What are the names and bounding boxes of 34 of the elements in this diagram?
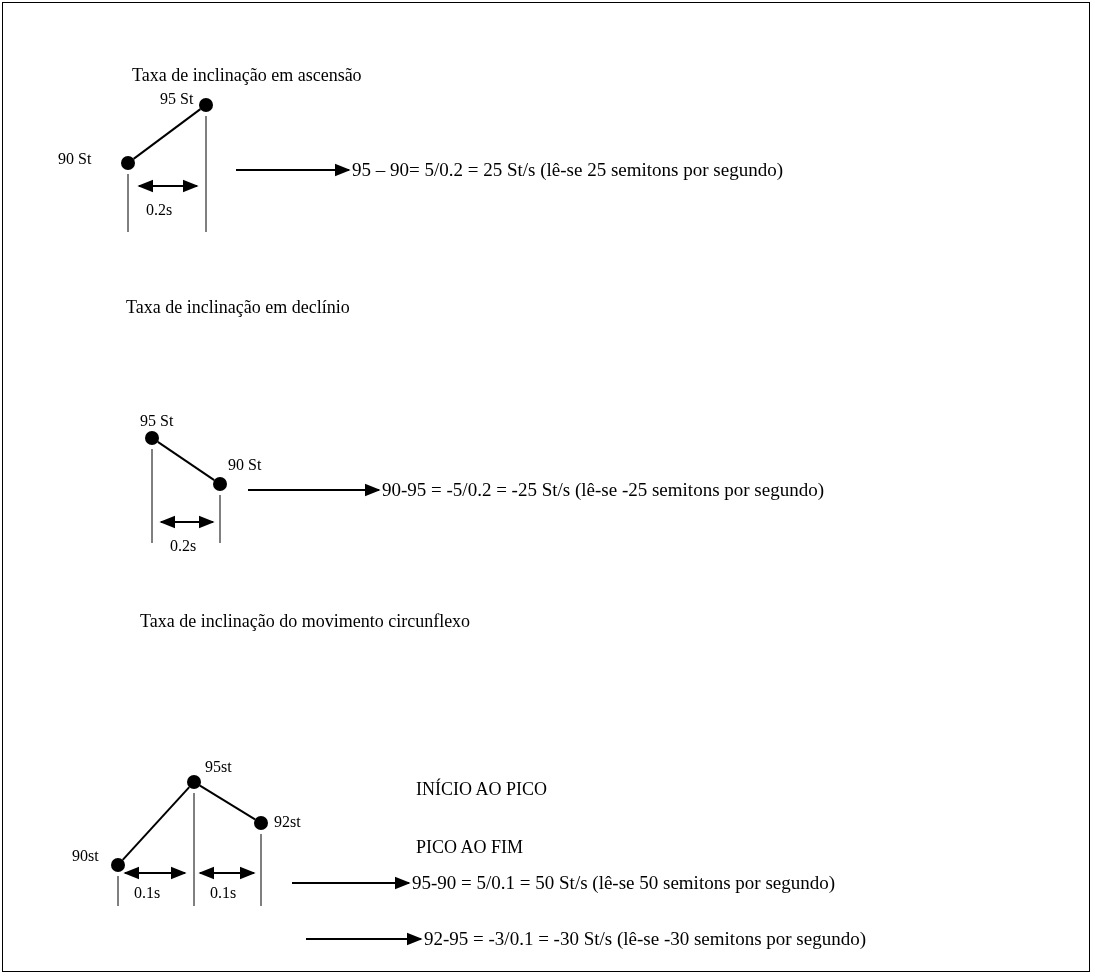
formula-text: 92-95 = -3/0.1 = -30 St/s (lê-se -30 semitons por segundo) [424, 928, 867, 950]
connector-line [121, 786, 191, 861]
connector-line [198, 784, 257, 821]
data-point-dot [254, 816, 268, 830]
text-label: Taxa de inclinação em declínio [126, 298, 350, 316]
text-label: Taxa de inclinação do movimento circunflexo [140, 612, 471, 630]
data-point-dot [121, 156, 135, 170]
connector-line [132, 108, 202, 160]
data-point-dot [187, 775, 201, 789]
pitch-label: 95st [205, 758, 232, 776]
text-label: PICO AO FIM [416, 838, 524, 856]
pitch-label: 90 St [58, 150, 92, 168]
data-point-dot [213, 477, 227, 491]
formula-text: 95 – 90= 5/0.2 = 25 St/s (lê-se 25 semitons por segundo) [352, 159, 783, 181]
connector-line [156, 440, 216, 482]
pitch-label: 95 St [160, 90, 194, 108]
data-point-dot [199, 98, 213, 112]
pitch-label: 95 St [140, 412, 174, 430]
data-point-dot [145, 431, 159, 445]
pitch-label: 90 St [228, 456, 262, 474]
text-label: 0.1s [210, 884, 237, 902]
text-label: 0.1s [134, 884, 161, 902]
data-point-dot [111, 858, 125, 872]
text-label: 0.2s [170, 537, 197, 555]
formula-text: 90-95 = -5/0.2 = -25 St/s (lê-se -25 semitons por segundo) [382, 479, 825, 501]
pitch-label: 92st [274, 813, 301, 831]
text-label: 0.2s [146, 201, 173, 219]
arrow [291, 876, 411, 890]
text-label: INÍCIO AO PICO [416, 780, 547, 798]
arrow [235, 163, 351, 177]
arrow [247, 483, 381, 497]
pitch-label: 90st [72, 847, 99, 865]
formula-text: 95-90 = 5/0.1 = 50 St/s (lê-se 50 semitons por segundo) [412, 872, 836, 894]
arrow [305, 932, 423, 946]
